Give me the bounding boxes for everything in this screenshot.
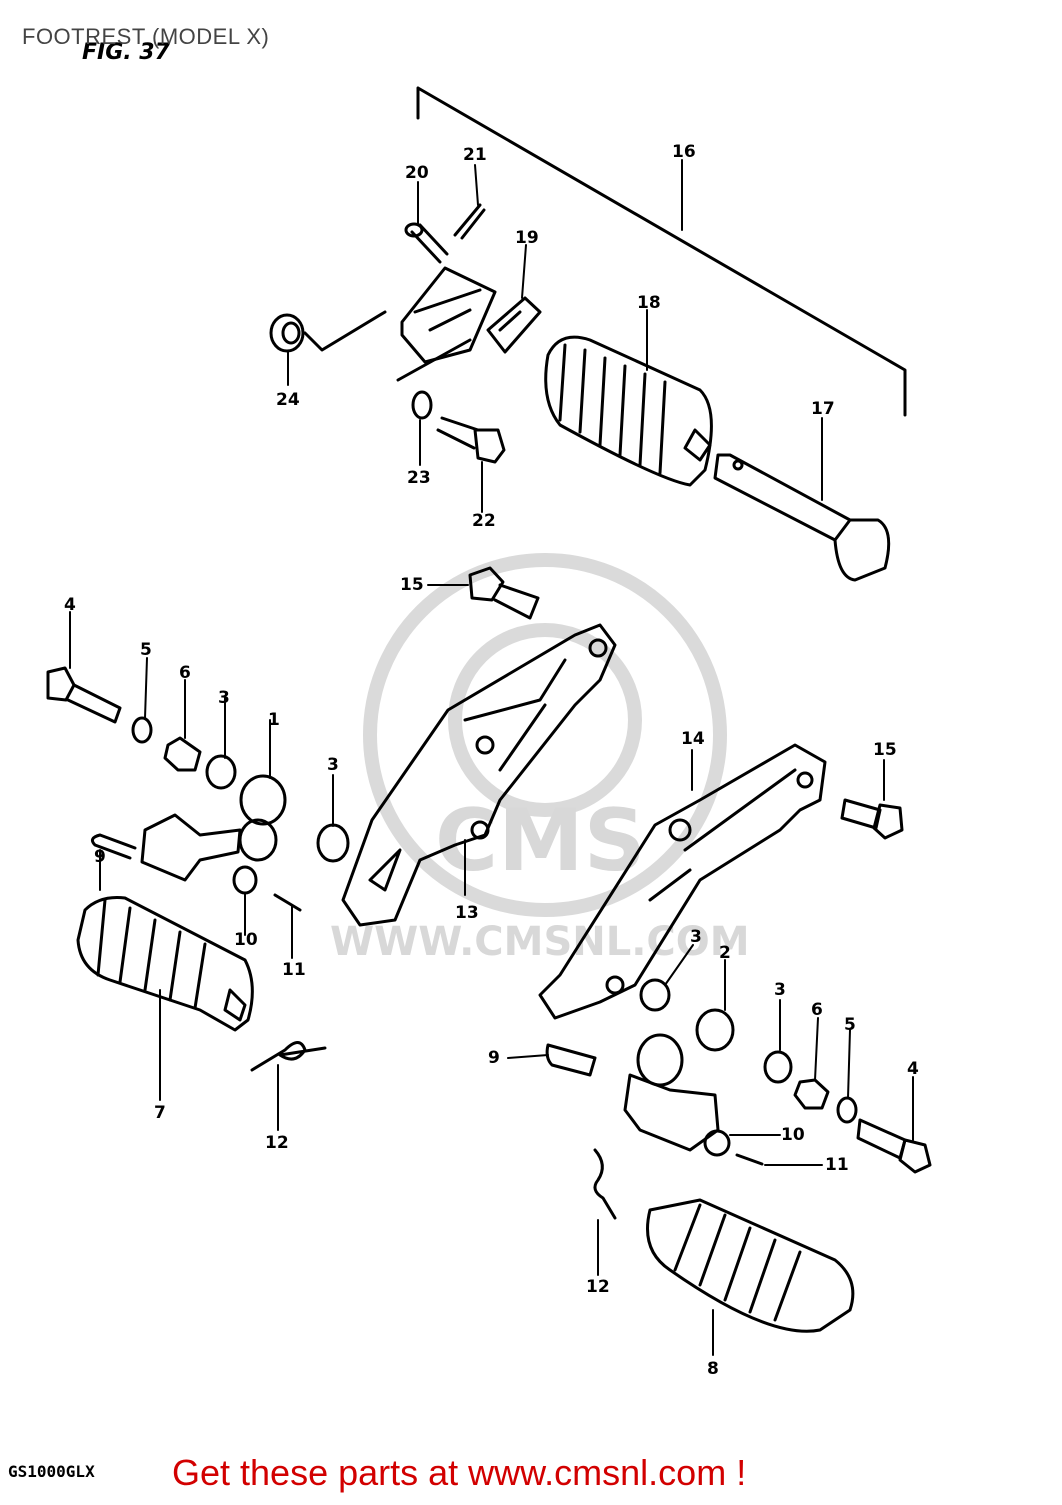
callout-14: 14	[681, 729, 705, 749]
callout-11b: 11	[825, 1155, 849, 1175]
callout-7: 7	[154, 1103, 166, 1123]
pivot-1-left	[140, 774, 287, 882]
callout-10b: 10	[781, 1125, 805, 1145]
washer-plate-19	[486, 296, 542, 354]
leader-lines	[69, 159, 914, 1356]
bushing-3-right	[763, 1050, 793, 1084]
callout-3a: 3	[218, 688, 230, 708]
washer-10-right	[703, 1129, 731, 1157]
callout-11a: 11	[282, 960, 306, 980]
cotter-pin-21	[453, 203, 486, 240]
bushing-3-left	[205, 754, 237, 790]
assembly-bracket-line	[416, 86, 907, 417]
upper-bracket	[400, 266, 497, 364]
callout-22: 22	[472, 511, 496, 531]
bracket-plate-14	[538, 743, 827, 1020]
collar-6-right	[793, 1078, 830, 1110]
callout-10a: 10	[234, 930, 258, 950]
callout-5b: 5	[844, 1015, 856, 1035]
bushing-3-right-upper	[639, 978, 671, 1012]
pin-9-left	[90, 833, 137, 860]
watermark-url-text: WWW.CMSNL.COM	[330, 919, 750, 965]
pin-9-right	[545, 1043, 597, 1077]
callout-3b: 3	[327, 755, 339, 775]
callout-21: 21	[463, 145, 487, 165]
watermark	[363, 553, 727, 917]
callout-18: 18	[637, 293, 661, 313]
get-parts-link[interactable]: Get these parts at www.cmsnl.com !	[172, 1452, 747, 1493]
bushing-3-center	[316, 823, 350, 863]
callout-3c: 3	[690, 927, 702, 947]
bolt-15-right	[840, 798, 904, 840]
nut-24	[269, 310, 472, 382]
screw-11-right	[735, 1153, 764, 1166]
callout-17: 17	[811, 399, 835, 419]
callout-23: 23	[407, 468, 431, 488]
footrest-8-right	[646, 1198, 855, 1333]
screw-11-left	[273, 893, 302, 912]
bolt-15-upper	[468, 566, 540, 620]
callout-9b: 9	[488, 1048, 500, 1068]
callout-24: 24	[276, 390, 300, 410]
pivot-2-right	[623, 1008, 735, 1152]
callout-13: 13	[455, 903, 479, 923]
callout-19: 19	[515, 228, 539, 248]
bracket-plate-13	[341, 623, 617, 927]
pin-20	[404, 222, 449, 264]
callout-6b: 6	[811, 1000, 823, 1020]
callout-5a: 5	[140, 640, 152, 660]
spring-12-left	[250, 1041, 327, 1072]
washer-5-right	[836, 1096, 858, 1124]
washer-10-left	[232, 865, 258, 895]
callout-15a: 15	[400, 575, 424, 595]
callout-9a: 9	[94, 847, 106, 867]
callout-16: 16	[672, 142, 696, 162]
figure-label: FIG. 37	[82, 40, 170, 65]
callout-1: 1	[268, 710, 280, 730]
bolt-4-right	[856, 1118, 932, 1174]
callout-4b: 4	[907, 1059, 919, 1079]
callout-labels: 1 2 3 3 3 3 4 4 5 5 6 6 7 8 9 9 10 10 11…	[64, 142, 919, 1379]
bolt-4-left	[46, 666, 122, 724]
callout-4a: 4	[64, 595, 76, 615]
callout-8: 8	[707, 1359, 719, 1379]
callout-6a: 6	[179, 663, 191, 683]
callout-12b: 12	[586, 1277, 610, 1297]
washer-23	[411, 390, 433, 420]
footrest-shaft-17	[713, 453, 891, 582]
footrest-rubber-18	[544, 335, 713, 487]
callout-2: 2	[719, 943, 731, 963]
collar-6-left	[163, 736, 202, 772]
footrest-7-left	[76, 896, 254, 1032]
callout-20: 20	[405, 163, 429, 183]
bolt-22	[436, 416, 506, 464]
washer-5-left	[131, 716, 153, 744]
model-code: GS1000GLX	[8, 1462, 95, 1481]
callout-15b: 15	[873, 740, 897, 760]
spring-12-right	[593, 1148, 617, 1220]
callout-3d: 3	[774, 980, 786, 1000]
page-title: FOOTREST (MODEL X)	[22, 24, 270, 49]
callout-12a: 12	[265, 1133, 289, 1153]
